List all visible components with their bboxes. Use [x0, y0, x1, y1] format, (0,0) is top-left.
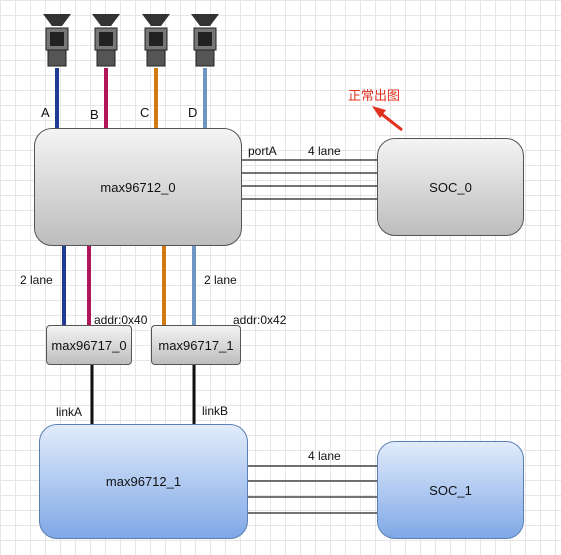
serializer-0-label: max96717_0 — [51, 337, 127, 353]
serializer-1-node[interactable]: max96717_1 — [151, 325, 241, 365]
deserializer-1-node[interactable]: max96712_1 — [39, 424, 248, 539]
annotation-arrow — [372, 106, 403, 132]
deserializer-0-node[interactable]: max96712_0 — [34, 128, 242, 246]
top-lane-label: 4 lane — [308, 144, 341, 158]
deserializer-1-label: max96712_1 — [105, 474, 182, 489]
camera-c-icon — [142, 14, 170, 70]
serializer-1-lane-label: 2 lane — [204, 273, 237, 287]
deserializer-0-label: max96712_0 — [100, 179, 176, 195]
link-b-label: linkB — [202, 404, 229, 418]
soc-0-node[interactable]: SOC_0 — [377, 138, 524, 236]
serializer-0-node[interactable]: max96717_0 — [46, 325, 132, 365]
soc-1-node[interactable]: SOC_1 — [377, 441, 524, 539]
lane-bus-top — [240, 159, 377, 200]
bottom-lane-label: 4 lane — [308, 449, 341, 463]
camera-label-a: A — [41, 105, 50, 120]
serializer-1-addr-label: addr:0x42 — [233, 313, 287, 327]
camera-label-b: B — [90, 107, 99, 122]
serializer-0-addr-label: addr:0x40 — [94, 313, 148, 327]
link-a-label: linkA — [56, 405, 83, 419]
camera-b-icon — [92, 14, 120, 70]
soc-1-label: SOC_1 — [429, 482, 472, 498]
camera-a-icon — [43, 14, 71, 70]
annotation-text: 正常出图 — [348, 88, 401, 103]
serializer-0-lane-label: 2 lane — [20, 273, 53, 287]
soc-0-label: SOC_0 — [429, 179, 472, 195]
lane-bus-bottom — [248, 465, 377, 514]
camera-d-icon — [191, 14, 219, 70]
serializer-1-label: max96717_1 — [158, 337, 234, 353]
camera-label-d: D — [188, 105, 198, 120]
camera-label-c: C — [140, 105, 150, 120]
port-label: portA — [248, 144, 277, 158]
